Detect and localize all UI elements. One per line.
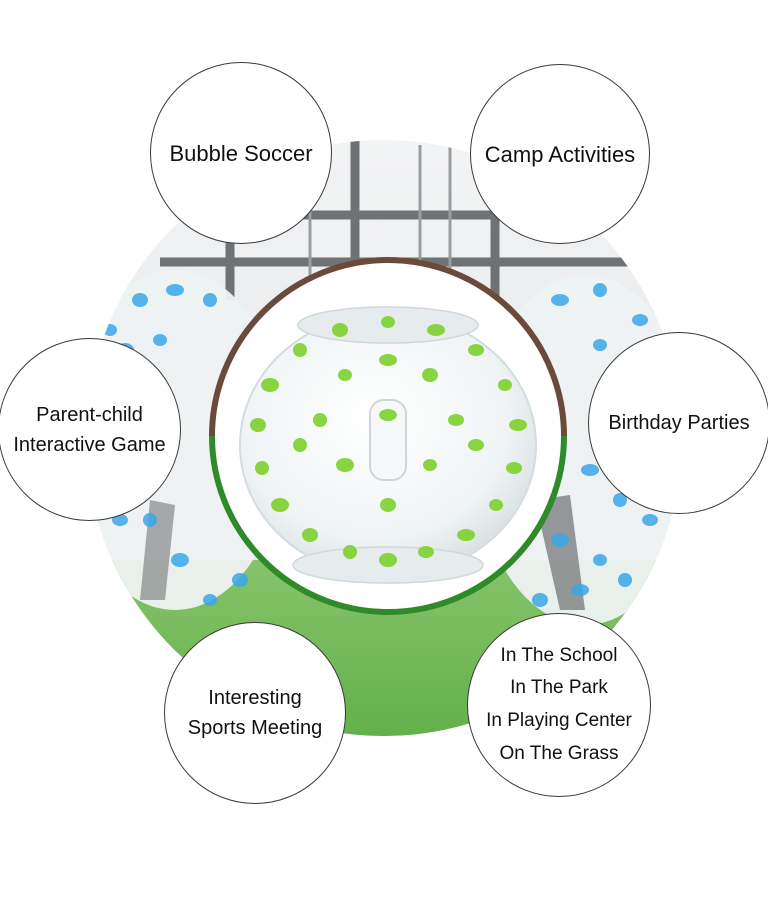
- parent-child-label-line1: Parent-child: [36, 403, 143, 426]
- green-dot: [336, 458, 354, 472]
- green-dot: [422, 368, 438, 382]
- green-dot: [381, 316, 395, 328]
- green-dot: [379, 354, 397, 366]
- blue-dot: [593, 554, 607, 566]
- green-dot: [457, 529, 475, 541]
- green-bubble-dots: [250, 316, 527, 567]
- blue-dot: [593, 339, 607, 351]
- blue-dot: [642, 514, 658, 526]
- green-dot: [448, 414, 464, 426]
- green-dot: [489, 499, 503, 511]
- blue-dot: [571, 584, 589, 596]
- green-dot: [380, 498, 396, 512]
- birthday-parties-label: Birthday Parties: [608, 412, 750, 434]
- blue-dot: [551, 294, 569, 306]
- green-dot: [427, 324, 445, 336]
- parent-child-label-line2: Interactive Game: [13, 433, 166, 456]
- blue-dot: [618, 573, 632, 587]
- sports-meeting-label-line2: Sports Meeting: [187, 717, 323, 739]
- green-dot: [379, 409, 397, 421]
- blue-dot: [613, 493, 627, 507]
- green-dot: [509, 419, 527, 431]
- blue-dot: [581, 464, 599, 476]
- green-dot: [271, 498, 289, 512]
- blue-dot: [153, 334, 167, 346]
- green-dot: [293, 343, 307, 357]
- green-dot: [379, 553, 397, 567]
- blue-dot: [532, 593, 548, 607]
- location-grass: On The Grass: [499, 742, 619, 764]
- blue-dot: [143, 513, 157, 527]
- blue-dot: [103, 324, 117, 336]
- green-dot: [418, 546, 434, 558]
- locations-badge: In The School In The Park In Playing Cen…: [467, 613, 651, 797]
- birthday-parties-badge: Birthday Parties: [588, 332, 768, 514]
- green-dot: [293, 438, 307, 452]
- green-dot: [498, 379, 512, 391]
- green-dot: [255, 461, 269, 475]
- green-dot: [468, 344, 484, 356]
- parent-child-game-badge: Parent-child Interactive Game: [0, 338, 181, 521]
- green-dot: [343, 545, 357, 559]
- blue-dot: [171, 553, 189, 567]
- green-dot: [313, 413, 327, 427]
- blue-dot: [203, 293, 217, 307]
- location-playing-center: In Playing Center: [486, 710, 632, 731]
- green-dot: [506, 462, 522, 474]
- green-dot: [261, 378, 279, 392]
- camp-activities-label: Camp Activities: [484, 141, 636, 167]
- location-school: In The School: [500, 644, 618, 666]
- sports-meeting-label-line1: Interesting: [208, 687, 302, 709]
- green-bubble-ball: [239, 306, 537, 584]
- blue-dot: [166, 284, 184, 296]
- camp-activities-badge: Camp Activities: [470, 64, 650, 244]
- green-dot: [332, 323, 348, 337]
- sports-meeting-badge: Interesting Sports Meeting: [164, 622, 346, 804]
- blue-dot: [593, 283, 607, 297]
- green-dot: [338, 369, 352, 381]
- green-dot: [302, 528, 318, 542]
- location-park: In The Park: [510, 677, 608, 699]
- blue-dot: [632, 314, 648, 326]
- blue-dot: [232, 573, 248, 587]
- green-dot: [468, 439, 484, 451]
- green-dot: [250, 418, 266, 432]
- bubble-soccer-badge: Bubble Soccer: [150, 62, 332, 244]
- green-dot: [423, 459, 437, 471]
- blue-dot: [551, 533, 569, 547]
- bubble-soccer-label: Bubble Soccer: [169, 140, 313, 166]
- blue-dot: [203, 594, 217, 606]
- blue-dot: [132, 293, 148, 307]
